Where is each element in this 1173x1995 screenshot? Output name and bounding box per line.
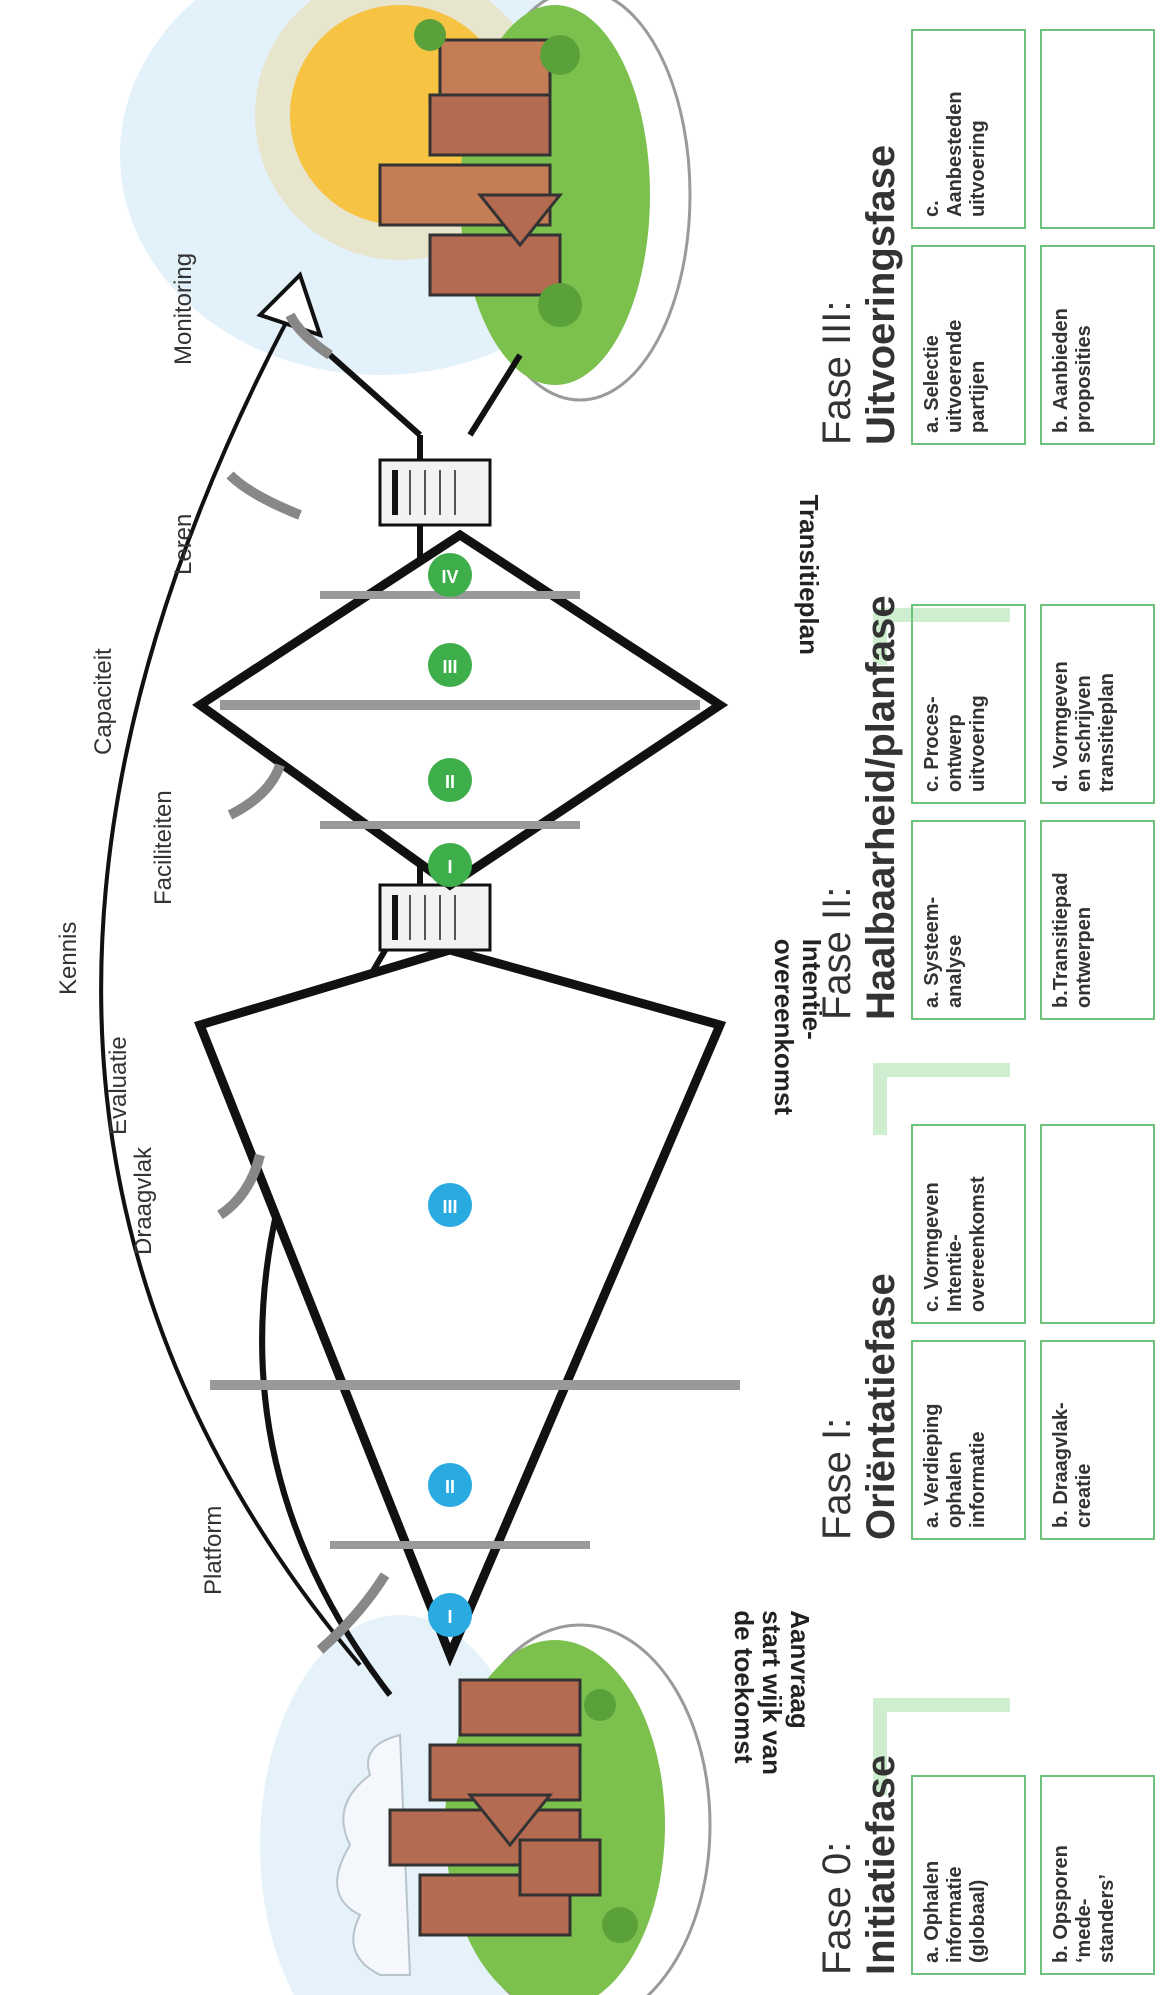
step-marker-label: IV <box>441 567 458 587</box>
milestone-start: Aanvraag start wijk van de toekomst <box>729 1610 815 1775</box>
step-marker-label: III <box>442 1197 457 1217</box>
keyword: Kennis <box>55 921 82 995</box>
task-box: c. Vormgeven Intentie- overeenkomst <box>911 1124 1026 1324</box>
phase-1: Fase I: Oriëntatiefase a. Verdieping oph… <box>815 1100 1173 1540</box>
phase-number: Fase 0: <box>815 1841 859 1975</box>
step-marker-label: I <box>447 857 452 877</box>
phase-3: Fase III: Uitvoeringsfase a. Selectie ui… <box>815 5 1173 445</box>
step-marker-label: I <box>447 1607 452 1627</box>
step-marker-label: II <box>445 772 455 792</box>
step-marker <box>428 758 472 802</box>
step-marker <box>428 643 472 687</box>
keyword: Monitoring <box>170 252 197 365</box>
feedback-arc-head <box>256 271 324 339</box>
phase-title: Oriëntatiefase <box>859 1273 903 1540</box>
task-box: d. Vormgeven en schrijven transitieplan <box>1040 604 1155 804</box>
task-box-empty <box>1040 1124 1155 1324</box>
island-start <box>336 1623 712 1995</box>
task-box: b. Aanbieden proposities <box>1040 245 1155 445</box>
task-box: b.Transitiepad ontwerpen <box>1040 820 1155 1020</box>
document-plan <box>378 458 492 527</box>
step-marker-label: III <box>442 657 457 677</box>
feedback-arc <box>99 314 362 1667</box>
task-box: c. Proces- ontwerp uitvoering <box>911 604 1026 804</box>
phase-title: Uitvoeringsfase <box>859 144 903 445</box>
milestone-intent: Intentie- overeenkomst <box>769 938 827 1115</box>
phase-number: Fase I: <box>815 1417 859 1540</box>
task-box: a. Systeem- analyse <box>911 820 1026 1020</box>
phase-title: Initiatiefase <box>859 1754 903 1975</box>
keyword: Faciliteiten <box>150 790 177 905</box>
keyword: Draagvlak <box>130 1146 157 1255</box>
step-marker <box>428 843 472 887</box>
keyword: Platform <box>200 1505 227 1595</box>
phase-0: Fase 0: Initiatiefase a. Ophalen informa… <box>815 1535 1173 1975</box>
task-box: a. Selectie uitvoerende partijen <box>911 245 1026 445</box>
step-marker <box>428 1463 472 1507</box>
island-future <box>378 0 692 402</box>
step-marker-label: II <box>445 1477 455 1497</box>
step-marker <box>428 1183 472 1227</box>
task-box: b. Draagvlak- creatie <box>1040 1340 1155 1540</box>
task-box: a. Verdieping ophalen informatie <box>911 1340 1026 1540</box>
milestone-plan: Transitieplan <box>794 494 824 655</box>
task-box: a. Ophalen informatie (globaal) <box>911 1775 1026 1975</box>
task-box-empty <box>1040 29 1155 229</box>
document-intent <box>378 883 492 952</box>
keyword: Capaciteit <box>90 648 117 755</box>
keyword: Leren <box>170 513 197 575</box>
phase-title: Haalbaarheid/planfase <box>859 595 903 1020</box>
step-marker <box>428 1593 472 1637</box>
phase-number: Fase III: <box>815 300 859 446</box>
keyword: Evaluatie <box>105 1036 132 1135</box>
phase-2: Fase II: Haalbaarheid/planfase a. Systee… <box>815 580 1173 1020</box>
step-marker <box>428 553 472 597</box>
task-box: c. Aanbesteden uitvoering <box>911 29 1026 229</box>
task-box: b. Opsporen ‘mede- standers’ <box>1040 1775 1155 1975</box>
